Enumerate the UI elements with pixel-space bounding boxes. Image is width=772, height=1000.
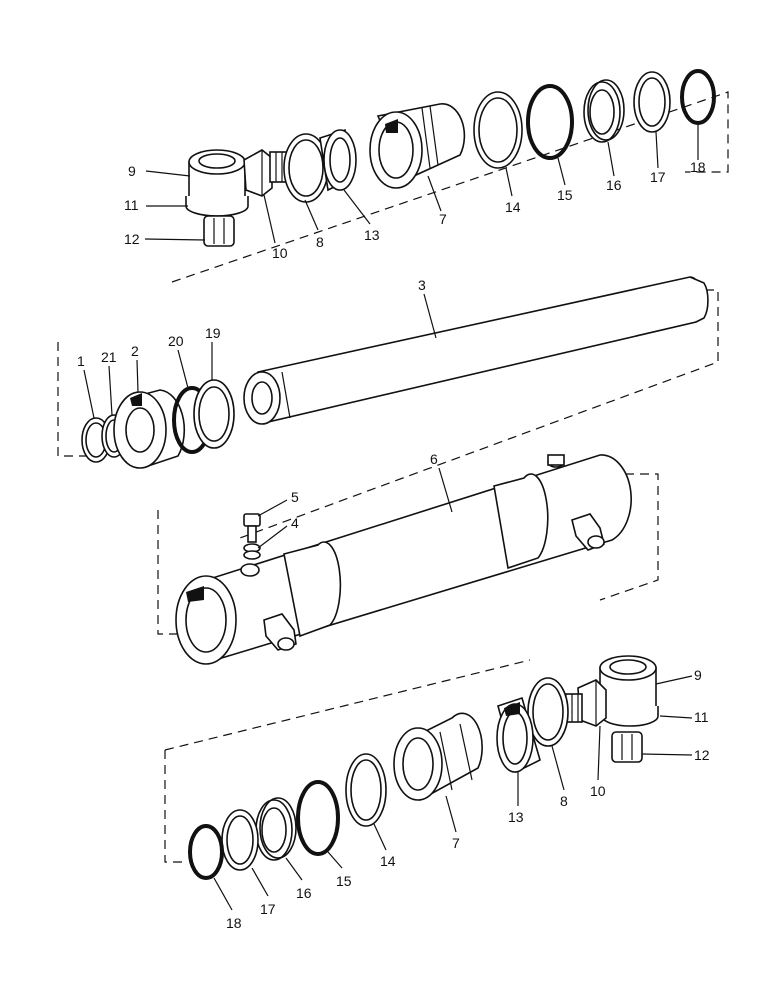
bottom-rod-end-eye — [599, 655, 659, 763]
bottom-ring-17 — [221, 809, 259, 871]
barrel-assembly-boundary — [157, 510, 185, 635]
bottom-wiper-seal — [496, 696, 541, 774]
callout-top-8: 8 — [316, 234, 324, 250]
callout-bottom-18: 18 — [226, 915, 242, 931]
callout-bottom-16: 16 — [296, 885, 312, 901]
top-wiper-seal — [319, 128, 357, 192]
bottom-oring-15 — [296, 780, 340, 856]
top-assembly-boundary — [171, 91, 729, 283]
bottom-leader-lines — [213, 675, 693, 911]
callout-top-15: 15 — [557, 187, 573, 203]
callout-top-10: 10 — [272, 245, 288, 261]
callout-bottom-15: 15 — [336, 873, 352, 889]
callout-rod-2: 2 — [131, 343, 139, 359]
callout-top-12: 12 — [124, 231, 140, 247]
callout-barrel-6: 6 — [430, 451, 438, 467]
callout-top-17: 17 — [650, 169, 666, 185]
callout-bottom-17: 17 — [260, 901, 276, 917]
callout-rod-21: 21 — [101, 349, 117, 365]
callout-top-7: 7 — [439, 211, 447, 227]
top-seal-14 — [473, 91, 523, 169]
callout-bottom-14: 14 — [380, 853, 396, 869]
callout-barrel-4: 4 — [291, 515, 299, 531]
callout-bottom-10: 10 — [590, 783, 606, 799]
top-ring-17 — [633, 71, 671, 133]
callout-top-16: 16 — [606, 177, 622, 193]
barrel-grease-nipple-right — [571, 513, 605, 551]
callout-rod-1: 1 — [77, 353, 85, 369]
callout-bottom-12: 12 — [694, 747, 710, 763]
callout-barrel-5: 5 — [291, 489, 299, 505]
top-ring-18 — [680, 69, 716, 125]
top-ring-16 — [583, 79, 625, 143]
callout-rod-3: 3 — [418, 277, 426, 293]
callout-bottom-9: 9 — [694, 667, 702, 683]
bottom-assembly-boundary — [164, 750, 182, 863]
callout-rod-20: 20 — [168, 333, 184, 349]
rod-assembly-boundary — [57, 342, 96, 457]
callout-bottom-11: 11 — [694, 709, 709, 725]
bottom-ring-16 — [255, 797, 297, 861]
top-oring-15 — [526, 84, 574, 160]
bottom-circlip — [527, 677, 569, 747]
callout-top-11: 11 — [124, 197, 139, 213]
top-locknut — [243, 149, 273, 197]
top-leader-lines — [144, 123, 699, 244]
rod-piston-2 — [113, 389, 186, 469]
callout-rod-19: 19 — [205, 325, 221, 341]
bottom-gland — [393, 712, 483, 802]
rod-leader-lines — [83, 293, 437, 419]
callout-bottom-8: 8 — [560, 793, 568, 809]
rod-seal-19 — [193, 379, 235, 449]
bottom-ring-18 — [188, 824, 224, 880]
piston-rod — [243, 276, 709, 425]
top-circlip — [283, 133, 329, 203]
callout-top-18: 18 — [690, 159, 706, 175]
callout-bottom-7: 7 — [452, 835, 460, 851]
top-rod-end-eye — [185, 149, 249, 247]
barrel-washer-4 — [240, 543, 261, 577]
barrel-assembly-boundary-right — [599, 473, 659, 601]
callout-top-13: 13 — [364, 227, 380, 243]
barrel-leader-lines — [257, 467, 453, 549]
barrel-grease-nipple-bottom — [263, 613, 297, 651]
cylinder-barrel — [175, 454, 632, 665]
callout-bottom-13: 13 — [508, 809, 524, 825]
callout-top-9: 9 — [128, 163, 136, 179]
rod-assembly-boundary-right — [239, 289, 719, 539]
top-gland — [369, 103, 466, 189]
bottom-assembly-boundary-top — [164, 659, 531, 751]
bottom-seal-14 — [345, 753, 387, 827]
callout-top-14: 14 — [505, 199, 521, 215]
barrel-bolt-5 — [243, 513, 261, 543]
